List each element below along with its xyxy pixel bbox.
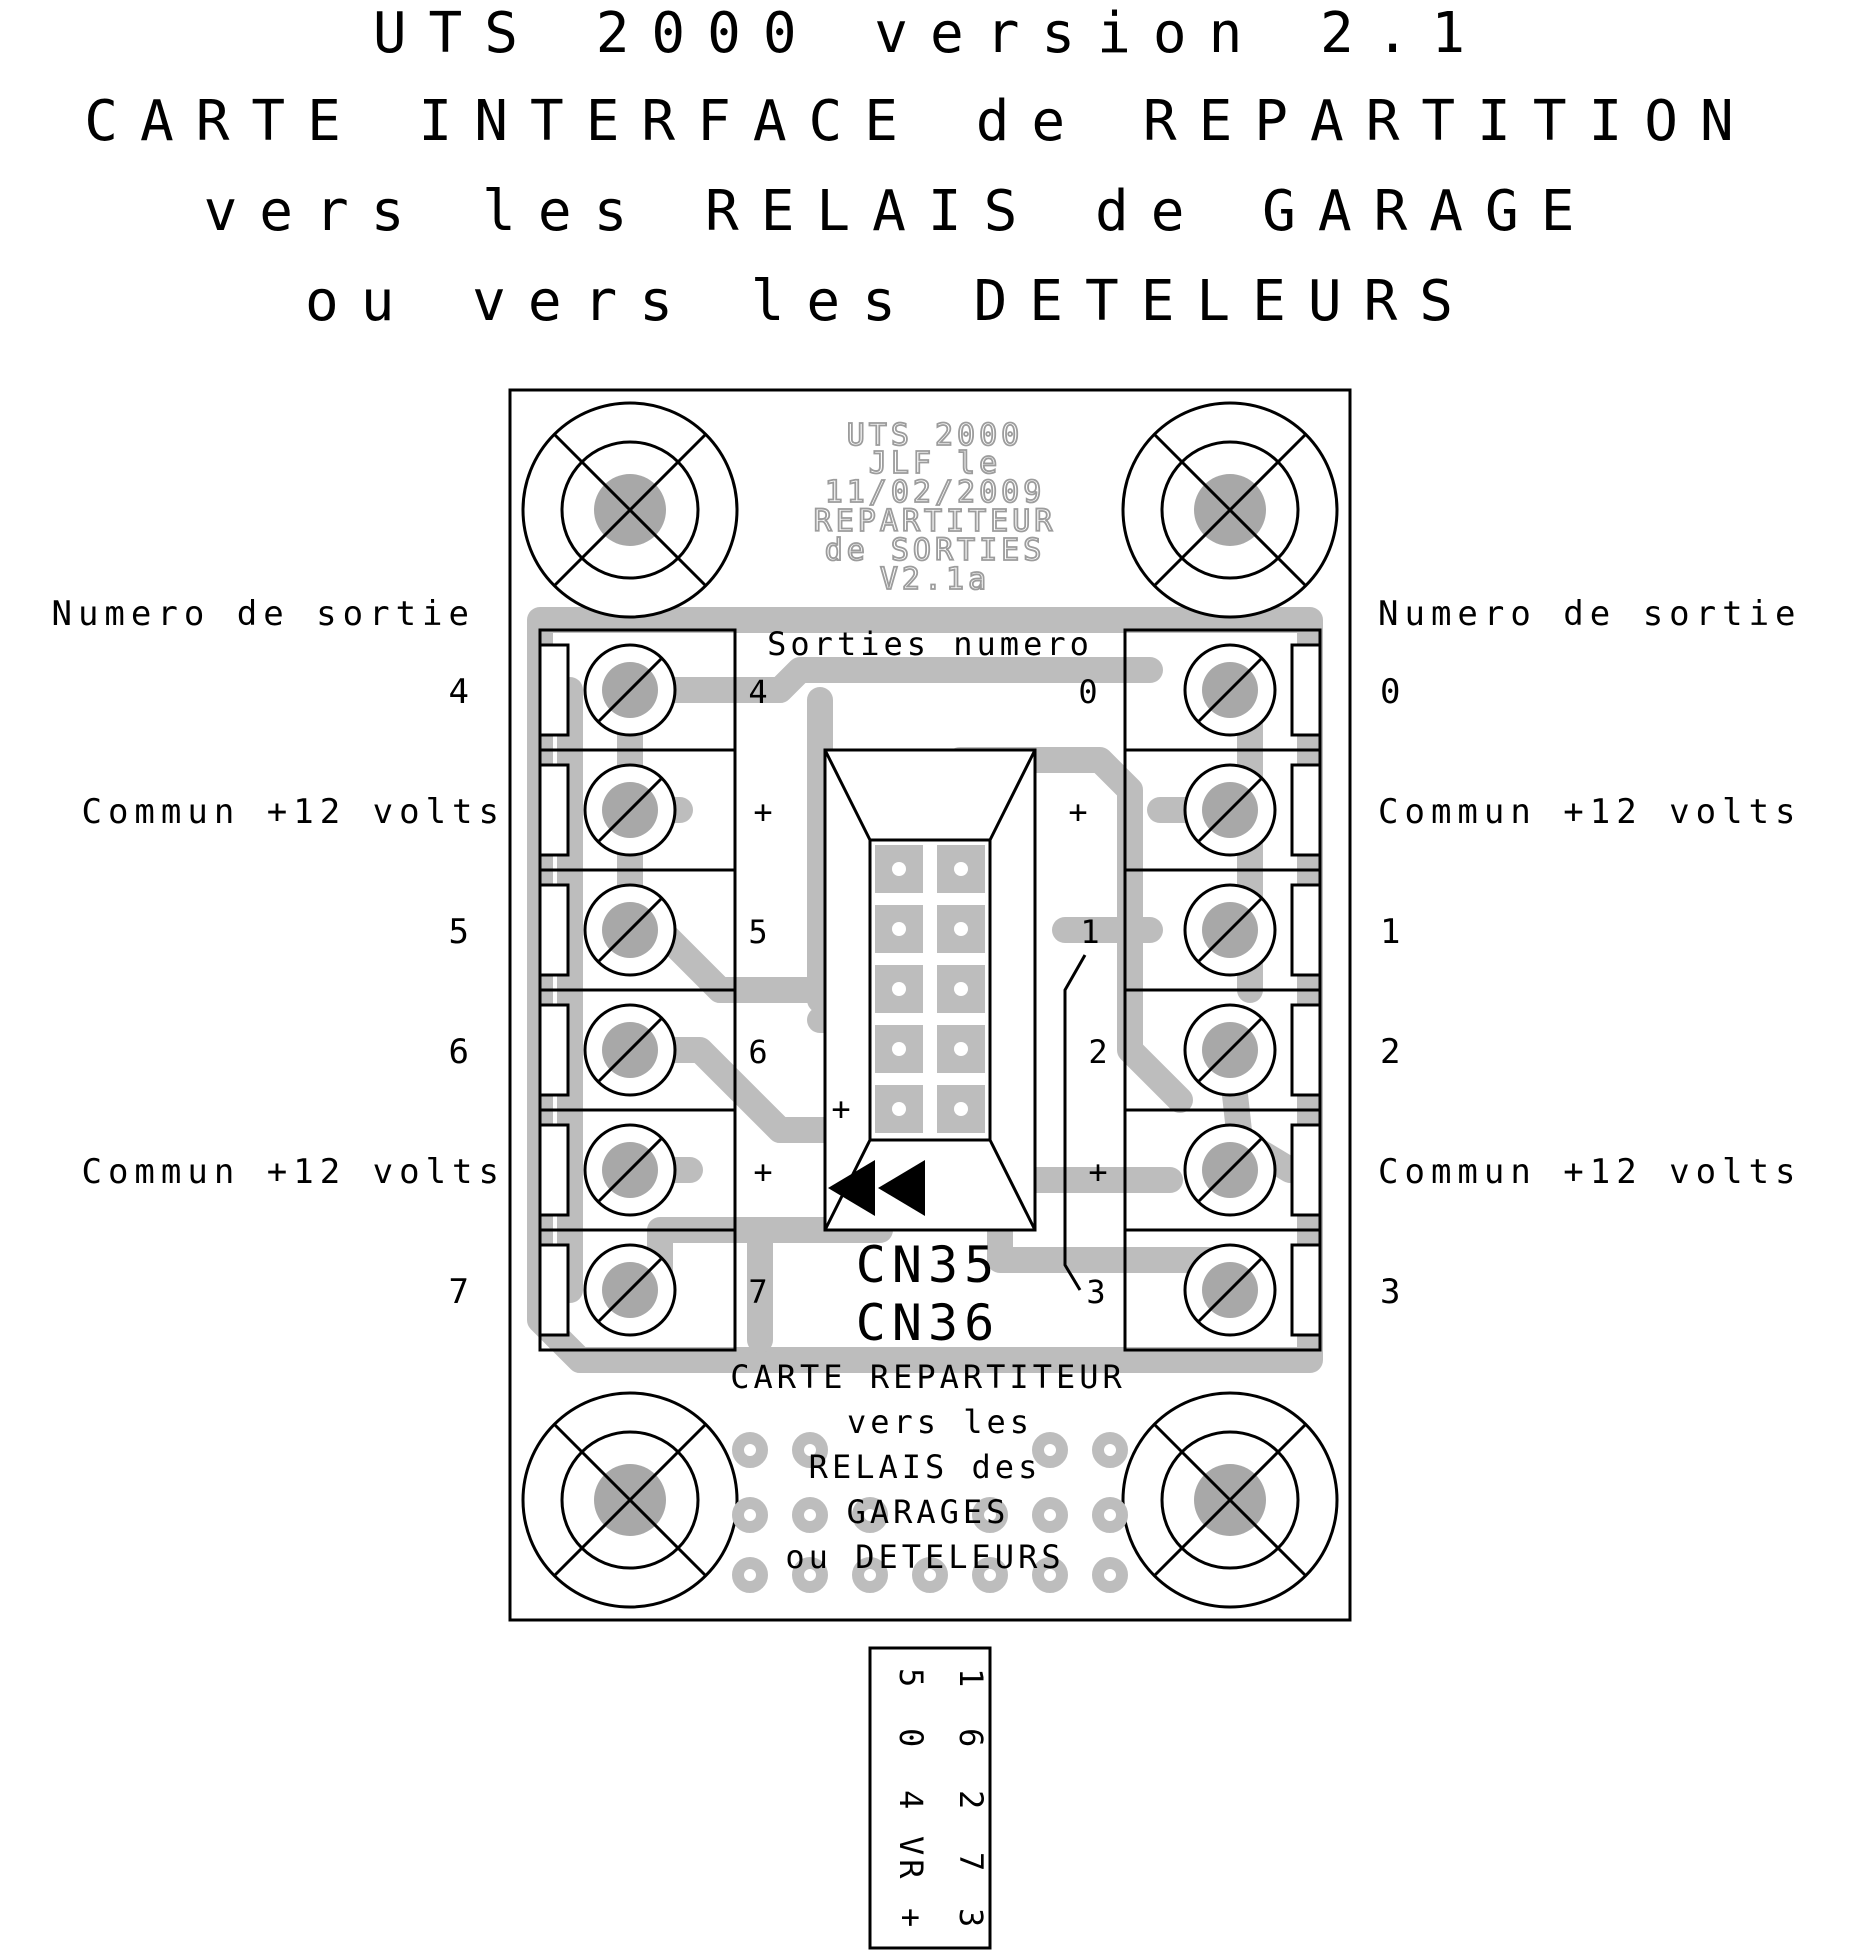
right-output-label: 1 xyxy=(1380,912,1406,952)
left-output-label: 7 xyxy=(449,1272,475,1312)
pin1-marker-icon xyxy=(828,1160,925,1216)
right-pin-label: + xyxy=(1068,793,1091,831)
bottom-text-line-4: GARAGES xyxy=(847,1493,1010,1531)
right-side-labels: Numero de sortie 0 Commun +12 volts 1 2 … xyxy=(1378,594,1802,1312)
bottom-text-line-2: vers les xyxy=(847,1403,1033,1441)
right-pin-label: + xyxy=(1088,1153,1111,1191)
wire-strap xyxy=(1063,954,1087,1291)
connector-key-right-column: 1 6 2 7 3 xyxy=(952,1668,990,1931)
terminal-block-right xyxy=(1123,628,1322,1352)
ghost-line-4: REPARTITEUR xyxy=(814,504,1057,539)
bottom-text-line-1: CARTE REPARTITEUR xyxy=(730,1358,1126,1396)
left-common-label: Commun +12 volts xyxy=(81,792,505,832)
board-bottom-text: CARTE REPARTITEUR vers les RELAIS des GA… xyxy=(730,1358,1126,1576)
title-line-2: CARTE INTERFACE de REPARTITION xyxy=(84,89,1755,154)
left-side-heading: Numero de sortie xyxy=(51,594,475,634)
bottom-text-line-5: ou DETELEURS xyxy=(785,1538,1064,1576)
ghost-line-6: V2.1a xyxy=(880,562,990,597)
left-pin-label: 6 xyxy=(748,1033,771,1071)
terminal-block-left xyxy=(538,628,737,1352)
left-common-label: Commun +12 volts xyxy=(81,1152,505,1192)
board-right-pin-labels: 0 + 1 2 + 3 xyxy=(1068,673,1111,1311)
right-output-label: 2 xyxy=(1380,1032,1406,1072)
key-label: 7 xyxy=(952,1852,990,1875)
title-block: UTS 2000 version 2.1 CARTE INTERFACE de … xyxy=(84,1,1755,334)
key-label: 5 xyxy=(892,1668,930,1691)
mounting-hole-top-right xyxy=(1121,401,1339,619)
right-pin-label: 0 xyxy=(1078,673,1101,711)
title-line-1: UTS 2000 version 2.1 xyxy=(373,1,1487,66)
key-label: 6 xyxy=(952,1728,990,1751)
connector-cn35-cn36: + xyxy=(823,748,1037,1232)
screw-terminals-left xyxy=(583,643,677,1337)
right-output-label: 3 xyxy=(1380,1272,1406,1312)
screw-terminals-right xyxy=(1183,643,1277,1337)
key-label: 4 xyxy=(892,1790,930,1813)
right-pin-label: 1 xyxy=(1080,913,1103,951)
right-common-label: Commun +12 volts xyxy=(1378,1152,1802,1192)
sorties-heading: Sorties numero xyxy=(767,625,1093,663)
key-label: + xyxy=(892,1908,930,1931)
board-ghost-text: UTS 2000 JLF le 11/02/2009 REPARTITEUR d… xyxy=(813,417,1057,598)
key-label: 1 xyxy=(952,1668,990,1691)
right-output-label: 0 xyxy=(1380,672,1406,712)
key-label: 3 xyxy=(952,1908,990,1931)
ghost-line-1: UTS 2000 xyxy=(847,418,1024,453)
connector-label-cn36: CN36 xyxy=(856,1294,1000,1352)
left-output-label: 5 xyxy=(449,912,475,952)
connector-label-cn35: CN35 xyxy=(856,1236,1000,1294)
title-line-3: vers les RELAIS de GARAGE xyxy=(204,179,1597,244)
mounting-hole-top-left xyxy=(521,401,739,619)
board-outline xyxy=(508,388,1352,1622)
ghost-line-5: de SORTIES xyxy=(825,533,1046,568)
left-pin-label: + xyxy=(753,1153,776,1191)
ghost-line-3: 11/02/2009 xyxy=(825,475,1046,510)
key-label: 0 xyxy=(892,1728,930,1751)
solder-pads xyxy=(732,1432,1128,1593)
connector-plus-mark: + xyxy=(831,1090,854,1128)
right-pin-label: 3 xyxy=(1086,1273,1109,1311)
ghost-line-2: JLF le xyxy=(869,446,1001,481)
board-left-pin-labels: 4 + 5 6 + 7 xyxy=(748,673,776,1311)
connector-key: 5 0 4 VR + 1 6 2 7 3 xyxy=(868,1646,992,1950)
key-label: 2 xyxy=(952,1790,990,1813)
title-line-4: ou vers les DETELEURS xyxy=(305,269,1475,334)
left-pin-label: 7 xyxy=(748,1273,771,1311)
mounting-hole-bottom-left xyxy=(521,1391,739,1609)
left-pin-label: + xyxy=(753,793,776,831)
right-pin-label: 2 xyxy=(1088,1033,1111,1071)
left-pin-label: 4 xyxy=(748,673,771,711)
key-label: VR xyxy=(892,1836,930,1883)
right-common-label: Commun +12 volts xyxy=(1378,792,1802,832)
left-side-labels: Numero de sortie 4 Commun +12 volts 5 6 … xyxy=(51,594,505,1312)
connector-key-left-column: 5 0 4 VR + xyxy=(892,1668,930,1931)
connector-pins xyxy=(875,845,985,1133)
left-pin-label: 5 xyxy=(748,913,771,951)
mounting-hole-bottom-right xyxy=(1121,1391,1339,1609)
mounting-holes xyxy=(521,401,1339,1609)
left-output-label: 6 xyxy=(449,1032,475,1072)
left-output-label: 4 xyxy=(449,672,475,712)
bottom-text-line-3: RELAIS des xyxy=(809,1448,1042,1486)
right-side-heading: Numero de sortie xyxy=(1378,594,1802,634)
